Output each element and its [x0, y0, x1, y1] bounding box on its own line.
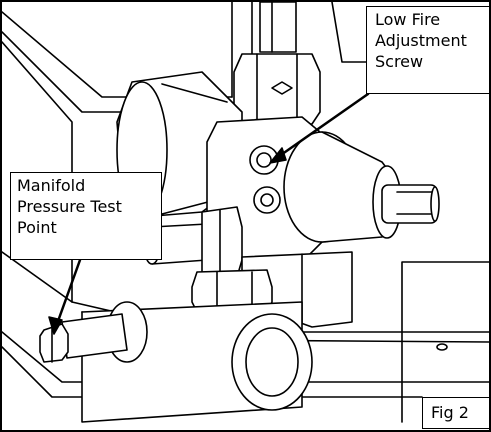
regulator-cap: [283, 131, 440, 243]
callout-line: Screw: [375, 52, 424, 71]
supply-tube: [259, 2, 297, 53]
low-fire-leader: [269, 92, 370, 164]
manifold-tube: [81, 301, 313, 423]
compression-nut: [233, 53, 321, 125]
pressure-test-point: [39, 313, 128, 363]
figure-label: Fig 2: [422, 397, 489, 429]
callout-line: Adjustment: [375, 31, 467, 50]
low-fire-adjustment-callout: Low Fire Adjustment Screw: [366, 6, 489, 94]
callout-line: Manifold: [17, 176, 86, 195]
bracket-bolt: [436, 343, 448, 351]
manifold-leader: [48, 258, 82, 335]
manifold-pressure-callout: Manifold Pressure Test Point: [10, 172, 162, 260]
callout-line: Pressure Test: [17, 197, 122, 216]
callout-line: Point: [17, 218, 57, 237]
callout-line: Low Fire: [375, 10, 441, 29]
